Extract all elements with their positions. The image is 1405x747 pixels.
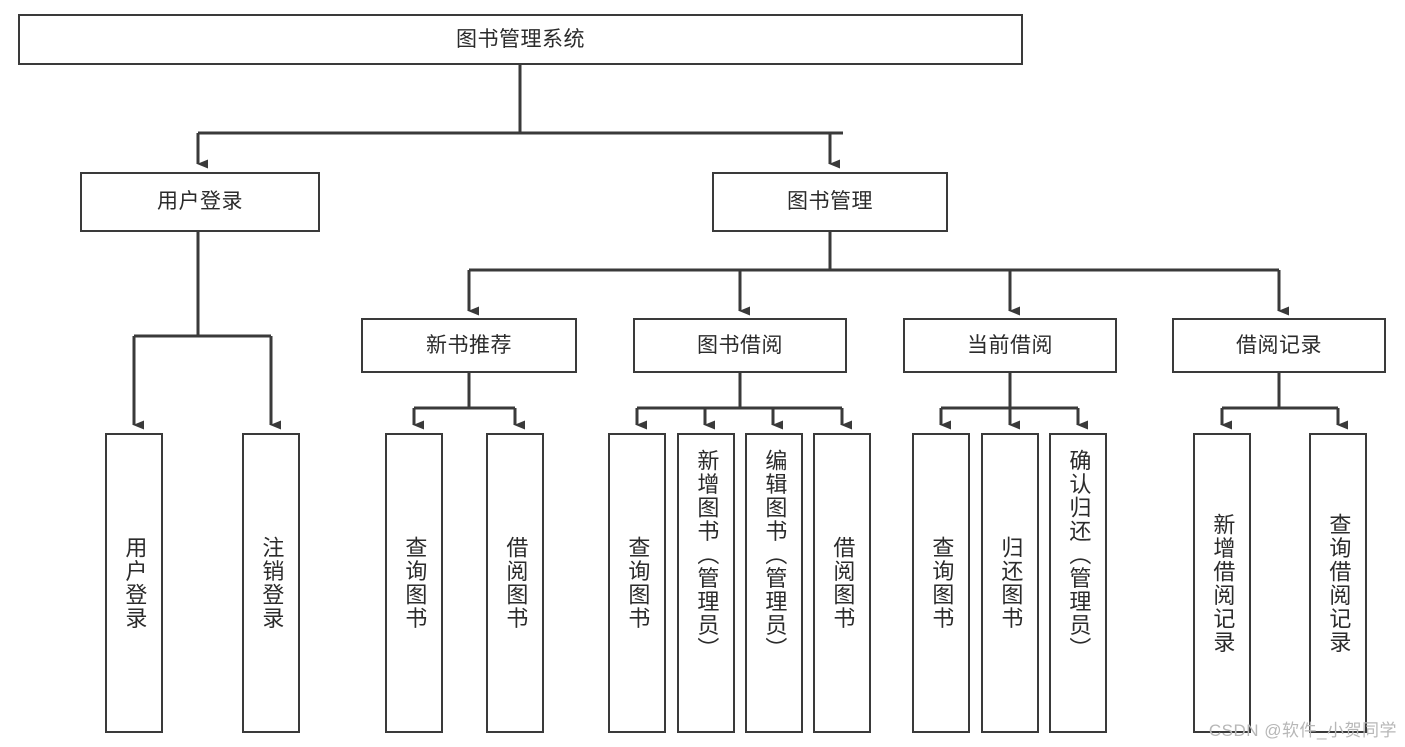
node-book-borrow[interactable]: 图书借阅 [633,318,847,373]
node-book-manage[interactable]: 图书管理 [712,172,948,232]
node-leaf-query-record-label: 查询借阅记录 [1326,512,1352,654]
node-new-book-recommend[interactable]: 新书推荐 [361,318,577,373]
node-root-label: 图书管理系统 [456,27,585,51]
node-leaf-query-record[interactable]: 查询借阅记录 [1309,433,1367,733]
node-leaf-query-book-3-label: 查询图书 [929,536,955,630]
node-root[interactable]: 图书管理系统 [18,14,1023,65]
node-leaf-user-login[interactable]: 用户登录 [105,433,163,733]
node-book-borrow-label: 图书借阅 [697,333,783,357]
node-leaf-query-book-2-label: 查询图书 [625,536,651,630]
node-leaf-logout-login[interactable]: 注销登录 [242,433,300,733]
node-leaf-confirm-return[interactable]: 确认归还（管理员） [1049,433,1107,733]
node-leaf-edit-book[interactable]: 编辑图书（管理员） [745,433,803,733]
node-user-login-label: 用户登录 [157,190,243,214]
node-leaf-borrow-book-2-label: 借阅图书 [830,536,856,630]
node-leaf-borrow-book-1[interactable]: 借阅图书 [486,433,544,733]
node-leaf-return-book[interactable]: 归还图书 [981,433,1039,733]
node-leaf-borrow-book-1-label: 借阅图书 [503,536,529,630]
node-current-borrow-label: 当前借阅 [967,333,1053,357]
node-leaf-query-book-3[interactable]: 查询图书 [912,433,970,733]
node-current-borrow[interactable]: 当前借阅 [903,318,1117,373]
node-leaf-logout-login-label: 注销登录 [259,536,285,630]
node-leaf-add-record-label: 新增借阅记录 [1210,512,1236,654]
node-leaf-user-login-label: 用户登录 [122,536,148,630]
node-book-manage-label: 图书管理 [787,190,873,214]
node-leaf-query-book-2[interactable]: 查询图书 [608,433,666,733]
node-borrow-record[interactable]: 借阅记录 [1172,318,1386,373]
watermark-text: CSDN @软件_小贺同学 [1208,721,1397,740]
node-leaf-return-book-label: 归还图书 [998,536,1024,630]
node-leaf-edit-book-label: 编辑图书（管理员） [762,449,788,661]
node-user-login[interactable]: 用户登录 [80,172,320,232]
node-leaf-confirm-return-label: 确认归还（管理员） [1066,449,1092,661]
node-new-book-recommend-label: 新书推荐 [426,333,512,357]
node-leaf-borrow-book-2[interactable]: 借阅图书 [813,433,871,733]
node-leaf-add-record[interactable]: 新增借阅记录 [1193,433,1251,733]
node-borrow-record-label: 借阅记录 [1236,333,1322,357]
node-leaf-query-book-1-label: 查询图书 [402,536,428,630]
node-leaf-query-book-1[interactable]: 查询图书 [385,433,443,733]
node-leaf-add-book-label: 新增图书（管理员） [694,449,720,661]
node-leaf-add-book[interactable]: 新增图书（管理员） [677,433,735,733]
